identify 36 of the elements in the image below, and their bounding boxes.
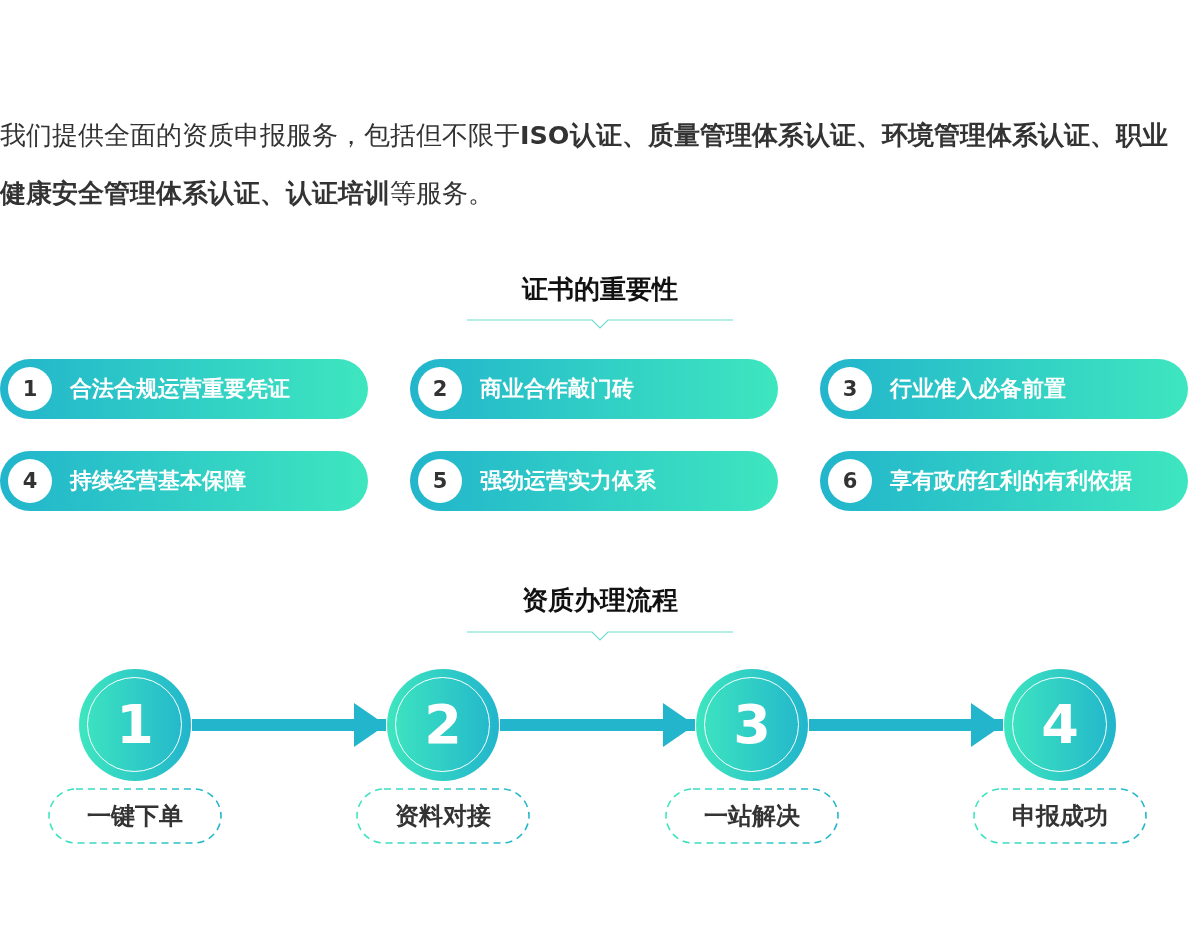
step-label-pill bbox=[356, 788, 530, 844]
benefit-pill bbox=[0, 359, 368, 419]
arrow bbox=[809, 703, 1003, 747]
step-label: 资料对接 bbox=[394, 801, 492, 832]
step-number: 3 bbox=[732, 692, 772, 758]
number-badge: 3 bbox=[828, 367, 872, 411]
arrow bbox=[192, 703, 386, 747]
section-heading: 证书的重要性 bbox=[520, 273, 679, 306]
arrow bbox=[500, 703, 695, 747]
section-heading: 资质办理流程 bbox=[521, 584, 679, 617]
step-label-pill bbox=[665, 788, 839, 844]
benefit-text: 合法合规运营重要凭证 bbox=[70, 375, 290, 403]
benefit-pill bbox=[820, 359, 1188, 419]
benefit-pill bbox=[820, 451, 1188, 511]
benefit-pill bbox=[0, 451, 368, 511]
number-badge: 4 bbox=[8, 459, 52, 503]
number-badge: 1 bbox=[8, 367, 52, 411]
intro-paragraph: 我们提供全面的资质申报服务，包括但不限于ISO认证、质量管理体系认证、环境管理体系认证、职业健康安全管理体系认证、认证培训等服务。 bbox=[0, 119, 1169, 210]
number-badge: 2 bbox=[418, 367, 462, 411]
benefit-text: 行业准入必备前置 bbox=[890, 375, 1066, 403]
step-number: 1 bbox=[115, 692, 155, 758]
benefit-text: 持续经营基本保障 bbox=[70, 467, 246, 495]
step-number: 2 bbox=[423, 692, 463, 758]
step-label: 申报成功 bbox=[1011, 801, 1109, 832]
step-label: 一键下单 bbox=[86, 801, 184, 832]
benefit-pill bbox=[410, 451, 778, 511]
number-badge: 5 bbox=[418, 459, 462, 503]
benefit-text: 强劲运营实力体系 bbox=[480, 467, 656, 495]
benefit-text: 享有政府红利的有利依据 bbox=[890, 467, 1132, 495]
step-label-pill bbox=[973, 788, 1147, 844]
step-label: 一站解决 bbox=[703, 801, 801, 832]
step-number: 4 bbox=[1040, 692, 1080, 758]
step-label-pill bbox=[48, 788, 222, 844]
number-badge: 6 bbox=[828, 459, 872, 503]
benefit-pill bbox=[410, 359, 778, 419]
benefit-text: 商业合作敲门砖 bbox=[480, 375, 634, 403]
